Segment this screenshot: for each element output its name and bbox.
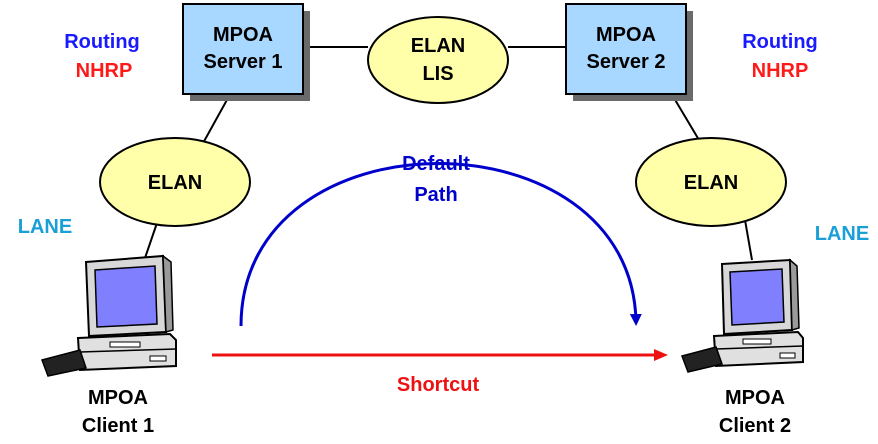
default-path-arrow [239, 162, 642, 327]
server-2-label-line1: MPOA [596, 24, 656, 46]
shortcut-label: Shortcut [397, 374, 480, 396]
mpoa-server-1: MPOA Server 1 [182, 3, 310, 101]
elan-right-ellipse [635, 137, 787, 227]
client-1-computer: MPOA Client 1 [41, 254, 177, 437]
computer-icon [681, 258, 804, 373]
elan-lis-ellipse [367, 16, 509, 104]
mpoa-server-2: MPOA Server 2 [565, 3, 693, 101]
lane-label-right: LANE [815, 223, 869, 245]
client-1-label-line1: MPOA [88, 387, 148, 409]
link-elan-right-client2 [744, 219, 753, 261]
nhrp-label-left: NHRP [76, 60, 133, 82]
default-path-label-line1: Default [402, 153, 470, 175]
nhrp-label-right: NHRP [752, 60, 809, 82]
client-2-computer: MPOA Client 2 [681, 258, 804, 437]
server-1-label-line1: MPOA [213, 24, 273, 46]
connection-lines [144, 46, 753, 261]
link-elan-left-client1 [144, 219, 159, 259]
elan-left: ELAN [99, 137, 251, 227]
lane-label-left: LANE [18, 216, 72, 238]
routing-label-left: Routing [64, 31, 140, 53]
client-1-label-line2: Client 1 [82, 415, 154, 437]
elan-lis-label-line1: ELAN [411, 35, 465, 57]
server-2-label-line2: Server 2 [587, 51, 666, 73]
client-2-label-line1: MPOA [725, 387, 785, 409]
server-2-box [565, 3, 687, 95]
computer-icon [41, 254, 177, 377]
elan-left-label: ELAN [148, 172, 202, 194]
link-server2-elan-right [673, 97, 703, 146]
client-2-label-line2: Client 2 [719, 415, 791, 437]
elan-lis-label-line2: LIS [422, 63, 453, 85]
elan-right: ELAN [635, 137, 787, 227]
routing-label-right: Routing [742, 31, 818, 53]
link-server1-elan-left [201, 97, 229, 146]
elan-lis: ELAN LIS [367, 16, 509, 104]
elan-left-ellipse [99, 137, 251, 227]
server-1-box [182, 3, 304, 95]
server-1-label-line2: Server 1 [204, 51, 283, 73]
elan-right-label: ELAN [684, 172, 738, 194]
default-path-label-line2: Path [414, 184, 457, 206]
